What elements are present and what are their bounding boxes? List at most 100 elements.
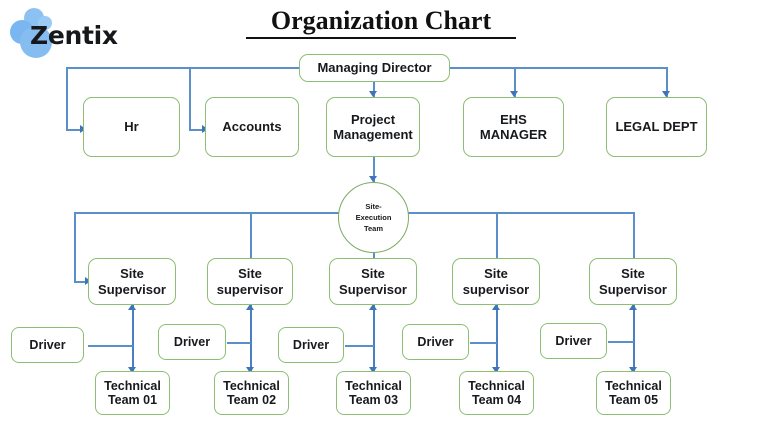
node-label: Technical [345, 378, 402, 393]
arrow-up-icon [246, 304, 254, 310]
connector-hub-to-sup1-horizontal [74, 281, 88, 283]
node-label: supervisor [216, 281, 284, 297]
node-technical-team-03[interactable]: Technical Team 03 [336, 371, 411, 415]
arrow-up-icon [492, 304, 500, 310]
arrow-down-icon [492, 367, 500, 373]
node-label: Site [621, 266, 645, 282]
node-label: Site [484, 266, 508, 282]
page-title: Organization Chart [246, 6, 516, 39]
node-label: Team 04 [471, 393, 522, 407]
connector-hub-to-sup4 [496, 212, 498, 258]
node-label: Driver [292, 337, 330, 352]
connector-md-to-project-management [373, 82, 375, 97]
node-label-lines: Site supervisor [217, 266, 283, 296]
node-label-lines: Technical Team 02 [223, 379, 280, 408]
node-label: Project [350, 111, 396, 127]
node-technical-team-05[interactable]: Technical Team 05 [596, 371, 671, 415]
node-label: Technical [468, 378, 525, 393]
node-site-supervisor-3[interactable]: Site Supervisor [329, 258, 417, 305]
node-label: Team 03 [348, 393, 399, 407]
connector-hub-to-sup2 [250, 212, 252, 258]
node-label-lines: Site Supervisor [599, 266, 667, 296]
node-label: Management [333, 127, 413, 142]
connector-sup1-tt1 [132, 305, 135, 372]
node-label: supervisor [462, 281, 530, 297]
node-driver-5[interactable]: Driver [540, 323, 607, 359]
node-driver-3[interactable]: Driver [278, 327, 344, 363]
node-label: Driver [173, 334, 211, 349]
connector-md-to-accounts-vertical [189, 67, 191, 130]
node-label-lines: Technical Team 04 [468, 379, 525, 408]
connector-hub-left-bus [74, 212, 340, 214]
connector-sup5-tt5 [633, 305, 636, 372]
node-label: Site [238, 266, 262, 282]
node-label: Supervisor [98, 281, 166, 297]
connector-driver4-to-line [470, 342, 497, 344]
connector-md-to-hr-vertical [66, 67, 68, 130]
node-label: Team 01 [107, 393, 158, 407]
node-label: Driver [29, 337, 66, 352]
node-label: Site [361, 266, 385, 282]
node-label-lines: Site Supervisor [98, 266, 166, 296]
node-driver-2[interactable]: Driver [158, 324, 226, 360]
node-label: Execution [355, 212, 392, 222]
node-label-lines: EHS MANAGER [480, 112, 547, 142]
node-project-management[interactable]: Project Management [326, 97, 420, 157]
node-label: Site [120, 266, 144, 282]
node-label: Team 02 [226, 393, 277, 407]
connector-md-to-hr-horizontal [66, 129, 83, 131]
logo-bubble-icon [20, 26, 52, 58]
connector-sup3-tt3 [373, 305, 376, 372]
connector-md-to-accounts-horizontal [189, 129, 205, 131]
connector-driver3-to-line [345, 345, 374, 347]
arrow-down-icon [128, 367, 136, 373]
node-site-supervisor-5[interactable]: Site Supervisor [589, 258, 677, 305]
node-site-supervisor-4[interactable]: Site supervisor [452, 258, 540, 305]
node-technical-team-04[interactable]: Technical Team 04 [459, 371, 534, 415]
connector-driver2-to-line [227, 342, 251, 344]
node-label: Site- [365, 201, 382, 211]
node-technical-team-02[interactable]: Technical Team 02 [214, 371, 289, 415]
node-label-lines: Technical Team 01 [104, 379, 161, 408]
node-ehs-manager[interactable]: EHS MANAGER [463, 97, 564, 157]
node-label: Technical [223, 378, 280, 393]
arrow-down-icon [369, 367, 377, 373]
node-label: Supervisor [339, 281, 407, 297]
logo-wordmark: Zentix [30, 21, 118, 50]
arrow-down-icon [246, 367, 254, 373]
node-label-lines: Site supervisor [463, 266, 529, 296]
node-label: Supervisor [599, 281, 667, 297]
node-label: Technical [104, 378, 161, 393]
arrow-down-icon [662, 91, 670, 97]
connector-md-to-legal-vertical [666, 67, 668, 97]
node-label: Team [363, 224, 384, 234]
connector-driver1-to-line [88, 345, 133, 347]
node-hr[interactable]: Hr [83, 97, 180, 157]
zentix-logo: Zentix [8, 6, 128, 58]
arrow-down-icon [510, 91, 518, 97]
node-label: Driver [555, 333, 592, 348]
connector-driver5-to-line [608, 341, 634, 343]
connector-md-to-ehs-vertical [514, 67, 516, 97]
node-site-execution-team[interactable]: Site- Execution Team [338, 182, 409, 253]
node-label: MANAGER [479, 127, 548, 142]
node-driver-1[interactable]: Driver [11, 327, 84, 363]
node-driver-4[interactable]: Driver [402, 324, 469, 360]
node-site-supervisor-1[interactable]: Site Supervisor [88, 258, 176, 305]
node-technical-team-01[interactable]: Technical Team 01 [95, 371, 170, 415]
node-site-supervisor-2[interactable]: Site supervisor [207, 258, 293, 305]
node-label-lines: Technical Team 05 [605, 379, 662, 408]
arrow-up-icon [128, 304, 136, 310]
arrow-up-icon [369, 304, 377, 310]
node-managing-director[interactable]: Managing Director [299, 54, 450, 82]
connector-hub-to-sup3 [373, 253, 375, 258]
arrow-up-icon [629, 304, 637, 310]
arrow-down-icon [369, 91, 377, 97]
connector-hub-to-sup1-vertical [74, 212, 76, 282]
node-label-lines: Site- Execution Team [356, 201, 392, 235]
arrow-down-icon [629, 367, 637, 373]
node-legal-dept[interactable]: LEGAL DEPT [606, 97, 707, 157]
node-label: Hr [124, 119, 139, 135]
node-accounts[interactable]: Accounts [205, 97, 299, 157]
node-label: Driver [417, 334, 454, 349]
